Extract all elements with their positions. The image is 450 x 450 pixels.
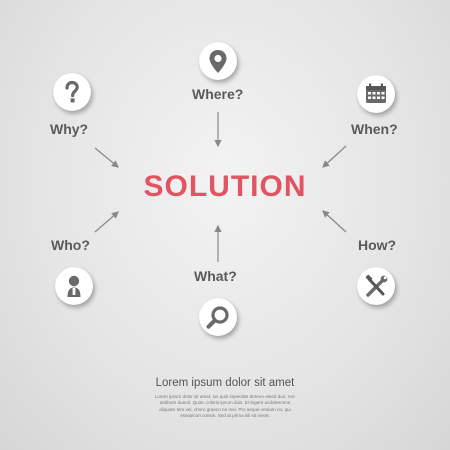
when-node[interactable] [357, 75, 395, 113]
arrow-who [94, 211, 119, 233]
what-label: What? [194, 268, 237, 284]
why-node[interactable] [53, 73, 91, 111]
tools-icon [365, 274, 388, 297]
who-node[interactable] [55, 267, 93, 305]
who-label: Who? [51, 237, 90, 253]
calendar-icon [366, 83, 386, 103]
footer-body-text: Lorem ipsum dolor sit amet, ius quis imp… [154, 394, 296, 419]
when-label: When? [351, 121, 398, 137]
arrow-when [322, 145, 347, 168]
location-pin-icon [209, 50, 227, 73]
arrow-how [322, 210, 347, 233]
solution-title: SOLUTION [143, 170, 307, 203]
footer-title: Lorem ipsum dolor sit amet [155, 377, 295, 389]
question-mark-icon [65, 80, 79, 103]
how-node[interactable] [357, 267, 395, 305]
where-label: Where? [192, 86, 244, 102]
person-icon [67, 275, 81, 297]
arrow-why [94, 147, 119, 168]
what-node[interactable] [199, 298, 237, 336]
where-node[interactable] [199, 42, 237, 80]
why-label: Why? [50, 121, 89, 137]
magnifier-icon [206, 306, 229, 329]
how-label: How? [358, 237, 397, 253]
